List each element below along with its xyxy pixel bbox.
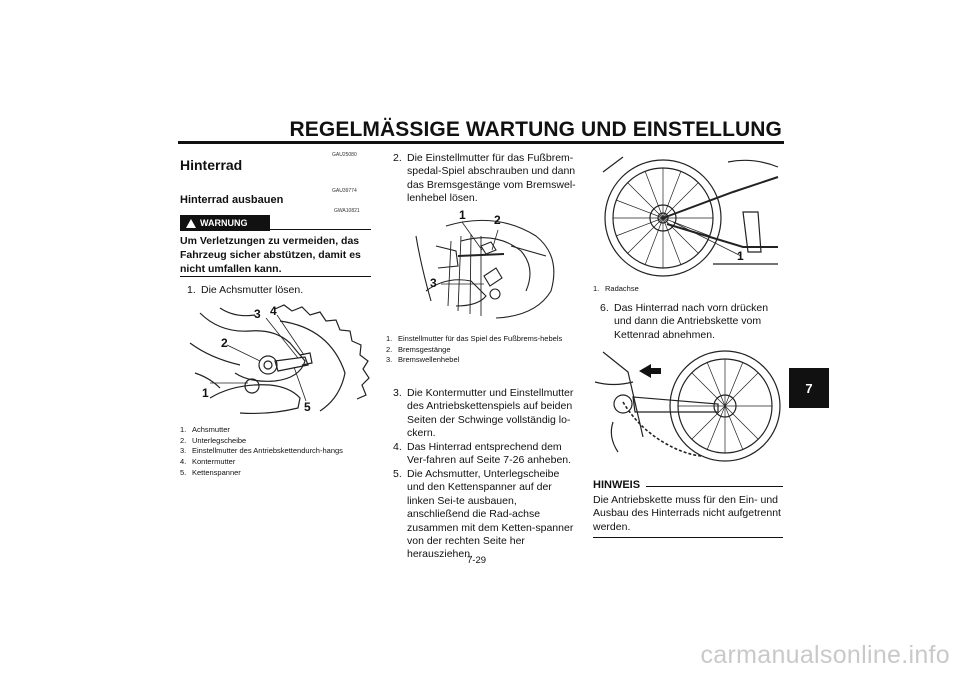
warning-code: GWA10821 bbox=[334, 208, 360, 214]
step-number: 4. bbox=[393, 441, 402, 453]
drive-chain-illustration bbox=[594, 350, 781, 462]
brake-rod-illustration bbox=[415, 219, 555, 319]
section-code: GAU25080 bbox=[332, 152, 357, 158]
figure-axle-nut: 3 4 2 1 5 bbox=[180, 303, 370, 421]
caption-row: 2.Bremsgestänge bbox=[386, 344, 451, 354]
figure2-callout-1: 1 bbox=[459, 208, 466, 222]
watermark: carmanualsonline.info bbox=[700, 641, 950, 669]
caption-row: 2.Unterlegscheibe bbox=[180, 435, 247, 445]
step-number: 5. bbox=[393, 468, 402, 480]
caption-row: 3.Bremswellenhebel bbox=[386, 355, 460, 365]
step-number: 6. bbox=[600, 302, 609, 314]
step-1: 1. Die Achsmutter lösen. bbox=[187, 284, 371, 297]
step-text: Das Hinterrad entsprechend dem Ver-fahre… bbox=[407, 441, 572, 467]
figure3-callout-1: 1 bbox=[737, 249, 744, 263]
header-rule bbox=[178, 141, 784, 144]
warning-text: Um Verletzungen zu vermeiden, das Fahrze… bbox=[180, 235, 361, 275]
figure1-caption: 1.Achsmutter 2.Unterlegscheibe 3.Einstel… bbox=[180, 425, 370, 479]
step-text: Die Einstellmutter für das Fußbrem-speda… bbox=[407, 152, 576, 205]
figure1-callout-3: 3 bbox=[254, 307, 261, 321]
page-number: 7-29 bbox=[467, 555, 487, 566]
rear-wheel-axle-illustration bbox=[602, 156, 779, 277]
caption-row: 3.Einstellmutter des Antriebskettendurch… bbox=[180, 446, 343, 456]
warning-label: WARNUNG bbox=[180, 215, 270, 231]
figure1-callout-2: 2 bbox=[221, 336, 228, 350]
figure1-callout-1: 1 bbox=[202, 386, 209, 400]
step-text: Die Kontermutter und Einstellmutter des … bbox=[407, 387, 574, 440]
figure-brake-rod: 1 2 3 bbox=[386, 206, 578, 324]
figure2-callout-3: 3 bbox=[430, 276, 437, 290]
axle-nut-illustration bbox=[189, 304, 370, 415]
figure-drive-chain bbox=[593, 342, 783, 470]
caption-row: 1.Einstellmutter für das Spiel des Fußbr… bbox=[386, 334, 563, 343]
step-4: 4. Das Hinterrad entsprechend dem Ver-fa… bbox=[393, 441, 578, 468]
caption-row: 1.Radachse bbox=[593, 284, 639, 293]
step-number: 2. bbox=[393, 152, 402, 164]
caption-row: 4.Kontermutter bbox=[180, 457, 236, 467]
step-6: 6. Das Hinterrad nach vorn drücken und d… bbox=[600, 302, 783, 342]
warning-top-rule bbox=[270, 229, 371, 230]
section-title: Hinterrad bbox=[180, 157, 243, 173]
chapter-tab: 7 bbox=[789, 368, 829, 408]
step-text: Die Achsmutter, Unterlegscheibe und den … bbox=[407, 468, 574, 561]
figure2-callout-2: 2 bbox=[494, 213, 501, 227]
page-header-title: REGELMÄSSIGE WARTUNG UND EINSTELLUNG bbox=[289, 118, 782, 141]
step-5: 5. Die Achsmutter, Unterlegscheibe und d… bbox=[393, 468, 578, 562]
warning-bottom-rule bbox=[180, 276, 371, 277]
subsection-code: GAU39774 bbox=[332, 188, 357, 194]
step-number: 3. bbox=[393, 387, 402, 399]
step-text: Das Hinterrad nach vorn drücken und dann… bbox=[614, 302, 769, 341]
warning-icon bbox=[186, 218, 196, 228]
figure1-callout-4: 4 bbox=[270, 304, 277, 318]
note-text: Die Antriebskette muss für den Ein- und … bbox=[593, 494, 781, 533]
figure1-callout-5: 5 bbox=[304, 400, 311, 414]
figure2-caption: 1.Einstellmutter für das Spiel des Fußbr… bbox=[386, 334, 576, 366]
figure3-caption: 1.Radachse bbox=[593, 284, 783, 295]
step-3: 3. Die Kontermutter und Einstellmutter d… bbox=[393, 387, 578, 441]
note-end-rule bbox=[593, 537, 783, 538]
step-2: 2. Die Einstellmutter für das Fußbrem-sp… bbox=[393, 152, 578, 206]
subsection-title: Hinterrad ausbauen bbox=[180, 194, 284, 206]
warning-label-text: WARNUNG bbox=[200, 218, 248, 228]
note-title-rule bbox=[646, 486, 783, 487]
step-text: Die Achsmutter lösen. bbox=[201, 284, 304, 296]
caption-row: 5.Kettenspanner bbox=[180, 467, 241, 477]
push-direction-arrow bbox=[639, 364, 661, 378]
caption-row: 1.Achsmutter bbox=[180, 425, 230, 434]
figure-rear-wheel-axle: 1 bbox=[593, 152, 783, 280]
note-title: HINWEIS bbox=[593, 479, 641, 491]
step-number: 1. bbox=[187, 284, 196, 296]
